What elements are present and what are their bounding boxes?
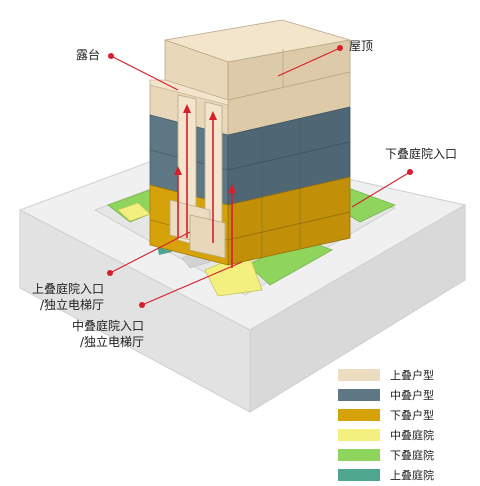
legend-swatch [338, 369, 380, 381]
label-middle-entry-line2: /独立电梯厅 [79, 335, 145, 349]
legend-label: 下叠户型 [390, 409, 434, 422]
legend-item-middle-unit: 中叠户型 [338, 386, 478, 404]
legend-label: 中叠庭院 [390, 429, 434, 442]
label-upper-entry-line1: 上叠庭院入口 [32, 282, 105, 296]
label-terrace: 露台 [76, 48, 101, 62]
legend-swatch [338, 449, 380, 461]
legend-item-lower-courtyard: 下叠庭院 [338, 446, 478, 464]
legend-label: 下叠庭院 [390, 449, 434, 462]
circulation-arrows [174, 104, 236, 268]
label-roof: 屋顶 [349, 39, 374, 53]
label-middle-entry: 中叠庭院入口 /独立电梯厅 [72, 318, 144, 350]
legend-swatch [338, 409, 380, 421]
legend-item-upper-courtyard: 上叠庭院 [338, 466, 478, 484]
legend-swatch [338, 389, 380, 401]
label-upper-entry-line2: /独立电梯厅 [39, 298, 105, 312]
legend-label: 中叠户型 [390, 389, 434, 402]
callout-leaders [109, 47, 411, 306]
legend-swatch [338, 429, 380, 441]
legend-item-middle-courtyard: 中叠庭院 [338, 426, 478, 444]
legend-label: 上叠庭院 [390, 469, 434, 482]
legend-label: 上叠户型 [390, 369, 434, 382]
label-middle-entry-line1: 中叠庭院入口 [72, 319, 145, 333]
roof-block [149, 19, 351, 106]
label-lower-courtyard-entry: 下叠庭院入口 [385, 147, 458, 161]
courtyards [107, 184, 397, 297]
legend-item-upper-unit: 上叠户型 [338, 366, 478, 384]
legend-swatch [338, 469, 380, 481]
legend-item-lower-unit: 下叠户型 [338, 406, 478, 424]
label-upper-entry: 上叠庭院入口 /独立电梯厅 [32, 281, 104, 313]
callout-dots [107, 45, 413, 308]
tower-right-face [227, 71, 351, 266]
legend: 上叠户型 中叠户型 下叠户型 中叠庭院 下叠庭院 上叠庭院 [338, 366, 478, 486]
